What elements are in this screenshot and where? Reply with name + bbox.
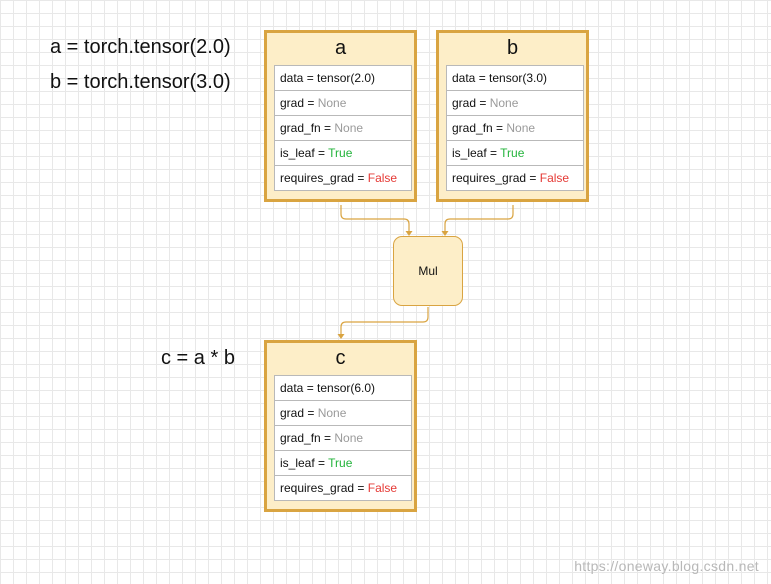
tensor-title: c: [335, 347, 346, 369]
arrowhead-mul-to-c: [337, 334, 345, 339]
attr-data: data = tensor(6.0): [274, 375, 412, 401]
attr-requires-grad: requires_grad = False: [274, 166, 412, 191]
tensor-title: a: [334, 37, 347, 59]
attr-grad-fn: grad_fn = None: [274, 426, 412, 451]
attr-requires-grad: requires_grad = False: [274, 476, 412, 501]
attr-grad: grad = None: [446, 91, 584, 116]
attr-grad: grad = None: [274, 401, 412, 426]
tensor-node-c: c data = tensor(6.0) grad = None grad_fn…: [264, 340, 417, 512]
arrowhead-a-to-mul: [405, 231, 413, 236]
tensor-node-b: b data = tensor(3.0) grad = None grad_fn…: [436, 30, 589, 202]
attr-requires-grad: requires_grad = False: [446, 166, 584, 191]
arrowhead-b-to-mul: [441, 231, 449, 236]
mul-op-node: Mul: [393, 236, 463, 306]
attribute-list: data = tensor(2.0) grad = None grad_fn =…: [274, 65, 412, 191]
attr-is-leaf: is_leaf = True: [274, 141, 412, 166]
edge-mul-to-c: [340, 307, 429, 337]
watermark: https://oneway.blog.csdn.net: [574, 558, 759, 574]
attribute-list: data = tensor(3.0) grad = None grad_fn =…: [446, 65, 584, 191]
attribute-list: data = tensor(6.0) grad = None grad_fn =…: [274, 375, 412, 501]
attr-is-leaf: is_leaf = True: [274, 451, 412, 476]
op-label: Mul: [418, 264, 438, 278]
code-line-b: b = torch.tensor(3.0): [50, 71, 231, 93]
code-line-a: a = torch.tensor(2.0): [50, 36, 231, 58]
attr-grad: grad = None: [274, 91, 412, 116]
attr-data: data = tensor(3.0): [446, 65, 584, 91]
tensor-title: b: [506, 37, 519, 59]
attr-grad-fn: grad_fn = None: [274, 116, 412, 141]
code-line-c: c = a * b: [161, 347, 235, 369]
attr-grad-fn: grad_fn = None: [446, 116, 584, 141]
attr-data: data = tensor(2.0): [274, 65, 412, 91]
edge-a-to-mul: [340, 205, 410, 234]
tensor-node-a: a data = tensor(2.0) grad = None grad_fn…: [264, 30, 417, 202]
attr-is-leaf: is_leaf = True: [446, 141, 584, 166]
edge-b-to-mul: [444, 205, 514, 234]
